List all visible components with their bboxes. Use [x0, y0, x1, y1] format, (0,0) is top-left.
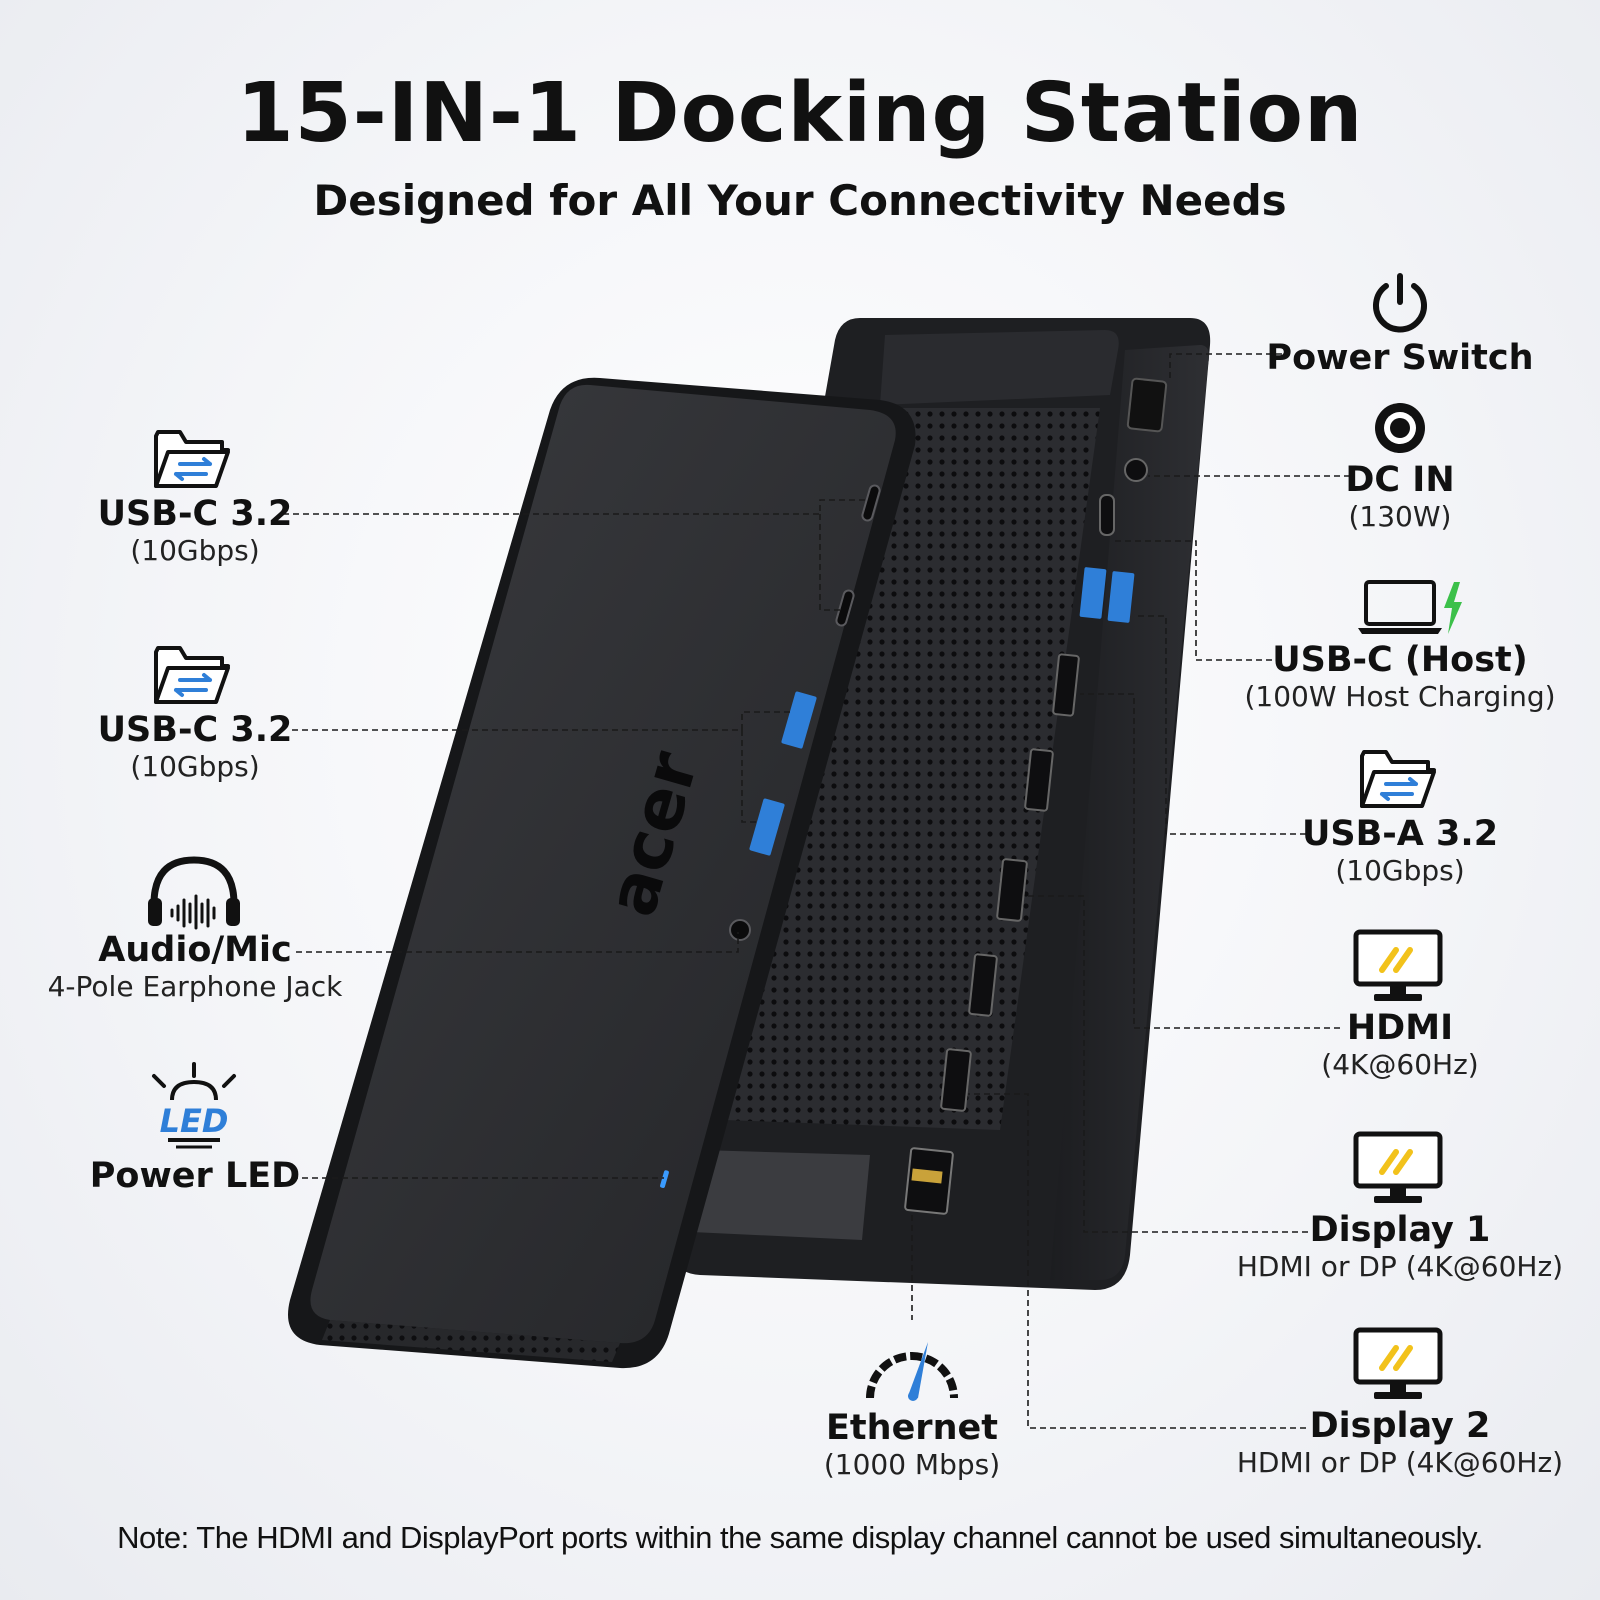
audio-jack-port [729, 919, 751, 941]
hdmi-port [1052, 653, 1080, 717]
led-icon: LED [152, 1062, 236, 1149]
svg-text:LED: LED [160, 1102, 229, 1140]
dc-in-port [1124, 458, 1148, 482]
display2-hdmi-port [968, 953, 998, 1017]
port-label-display-1: Display 1 HDMI or DP (4K@60Hz) [1236, 1210, 1564, 1283]
usb-a-port-2 [1107, 571, 1135, 623]
dock-port-panel [904, 377, 1168, 1215]
port-label-ethernet: Ethernet (1000 Mbps) [823, 1408, 1001, 1481]
front-usb-a-port-1 [781, 691, 817, 749]
monitor-icon [1353, 1131, 1443, 1203]
folder-transfer-icon [154, 430, 230, 488]
laptop-charging-icon [1358, 580, 1462, 634]
dc-jack-icon [1375, 403, 1425, 453]
port-label-power-led: Power LED [89, 1156, 301, 1196]
port-label-dc-in: DC IN (130W) [1345, 460, 1455, 533]
usb-c-port-1 [861, 484, 881, 522]
usb-a-port-1 [1079, 567, 1107, 619]
usb-c-host-port [1099, 494, 1115, 536]
footnote: Note: The HDMI and DisplayPort ports wit… [117, 1520, 1483, 1555]
headphones-icon [148, 856, 240, 930]
page-subtitle: Designed for All Your Connectivity Needs [313, 176, 1287, 225]
port-label-hdmi: HDMI (4K@60Hz) [1321, 1008, 1479, 1081]
display1-hdmi-port [1024, 748, 1054, 812]
front-usb-a-port-2 [749, 798, 785, 856]
usb-c-port-2 [835, 589, 855, 627]
folder-transfer-icon [154, 646, 230, 704]
port-label-usbc-1: USB-C 3.2 (10Gbps) [97, 494, 293, 567]
display1-dp-port [996, 858, 1028, 922]
dock-front-unit: acer [288, 377, 916, 1369]
display2-dp-port [940, 1048, 972, 1112]
page-title: 15-IN-1 Docking Station [236, 66, 1364, 161]
folder-transfer-icon [1360, 750, 1436, 808]
port-label-display-2: Display 2 HDMI or DP (4K@60Hz) [1236, 1406, 1564, 1479]
port-label-usbc-2: USB-C 3.2 (10Gbps) [97, 710, 293, 783]
leader-lines [283, 353, 1350, 1429]
port-label-usb-a: USB-A 3.2 (10Gbps) [1301, 814, 1499, 887]
power-icon [1373, 273, 1427, 333]
port-label-audio: Audio/Mic 4-Pole Earphone Jack [47, 930, 343, 1003]
port-label-power-switch: Power Switch [1266, 338, 1534, 378]
monitor-icon [1353, 929, 1443, 1001]
power-led [660, 1170, 669, 1189]
port-label-usb-c-host: USB-C (Host) (100W Host Charging) [1244, 640, 1556, 713]
monitor-icon [1353, 1327, 1443, 1399]
power-switch-port [1126, 377, 1168, 433]
speedometer-icon [866, 1342, 958, 1401]
